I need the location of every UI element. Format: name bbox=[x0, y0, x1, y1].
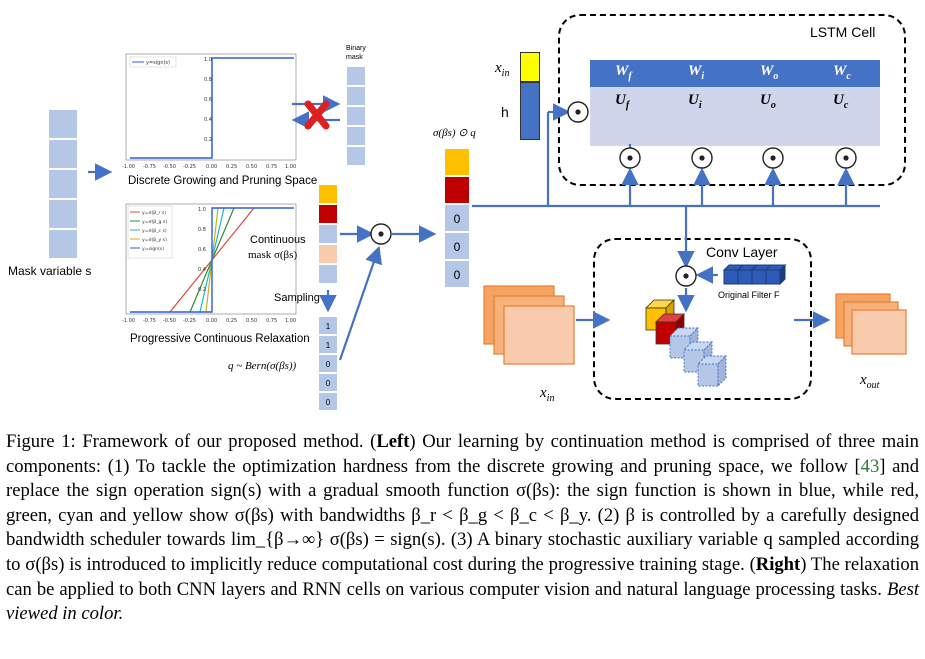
conv-title: Conv Layer bbox=[706, 244, 778, 260]
plot1-ytick: 0.8 bbox=[204, 77, 212, 83]
plot2-ytick: 0.8 bbox=[198, 227, 206, 233]
plot2-ytick: 1.0 bbox=[198, 207, 206, 213]
plot2-xtick: 0.50 bbox=[246, 318, 257, 324]
sign-plot: y=sign(s) 1.0 0.8 0.6 0.4 0.2 -1.00 -0.7… bbox=[122, 53, 297, 170]
sampling-label: Sampling bbox=[274, 292, 320, 304]
discrete-title: Discrete Growing and Pruning Space bbox=[128, 175, 318, 187]
filter-label: Original Filter F bbox=[718, 290, 780, 300]
h-box bbox=[520, 82, 540, 140]
figure-graphics bbox=[88, 95, 907, 388]
plot2-xtick: 1.00 bbox=[285, 318, 296, 324]
plot1-xtick: 0.25 bbox=[226, 164, 237, 170]
plot2-ytick: 0.6 bbox=[198, 247, 206, 253]
plot2-xtick: 0.00 bbox=[206, 318, 217, 324]
plot1-xtick: 0.75 bbox=[266, 164, 277, 170]
plot1-xtick: -0.75 bbox=[143, 164, 156, 170]
x-out-feature-maps bbox=[835, 293, 907, 355]
continuous-mask-label-2: mask σ(βs) bbox=[248, 249, 298, 261]
plot1-xtick: -0.25 bbox=[183, 164, 196, 170]
q-distribution-label: q ~ Bern(σ(βs)) bbox=[228, 360, 297, 372]
plot2-legend: y=sign(s) bbox=[142, 246, 164, 252]
lstm-U-i: Ui bbox=[688, 92, 702, 111]
lstm-U-c: Uc bbox=[833, 92, 849, 111]
q-value: 0 bbox=[318, 354, 338, 373]
plot2-legend: y=σ(β_g s) bbox=[142, 219, 167, 225]
lstm-matrix bbox=[590, 60, 880, 146]
plot1-xtick: 0.50 bbox=[246, 164, 257, 170]
plot2-xtick: -0.25 bbox=[183, 318, 196, 324]
plot1-xtick: -1.00 bbox=[122, 164, 135, 170]
x-in-bottom-label: xin bbox=[540, 385, 555, 404]
masked-value: 0 bbox=[444, 260, 470, 288]
x-in-feature-maps bbox=[483, 285, 575, 365]
lstm-title: LSTM Cell bbox=[810, 24, 876, 40]
progressive-title: Progressive Continuous Relaxation bbox=[130, 333, 310, 345]
plot2-xtick: -1.00 bbox=[122, 318, 135, 324]
plot1-xtick: -0.50 bbox=[163, 164, 176, 170]
figure-caption: Figure 1: Framework of our proposed meth… bbox=[6, 431, 920, 625]
plot2-xtick: 0.25 bbox=[226, 318, 237, 324]
plot1-ytick: 0.6 bbox=[204, 97, 212, 103]
plot1-xtick: 0.00 bbox=[206, 164, 217, 170]
plot1-xtick: 1.00 bbox=[285, 164, 296, 170]
lstm-cell-box bbox=[558, 14, 906, 186]
continuous-mask-label-1: Continuous bbox=[250, 234, 306, 246]
figure: Mask variable s y=sign(s) 1.0 0.8 0.6 0.… bbox=[8, 14, 907, 411]
lstm-W-f: Wf bbox=[615, 63, 632, 82]
q-value: 1 bbox=[318, 316, 338, 335]
plot2-legend: y=σ(β_c s) bbox=[142, 228, 167, 234]
plot1-legend: y=sign(s) bbox=[146, 60, 170, 66]
masked-value: 0 bbox=[444, 204, 470, 232]
lstm-U-o: Uo bbox=[760, 92, 776, 111]
lstm-W-i: Wi bbox=[688, 63, 705, 82]
original-filter-stack bbox=[722, 263, 787, 286]
lstm-W-o: Wo bbox=[760, 63, 779, 82]
h-label: h bbox=[501, 104, 509, 120]
q-value: 0 bbox=[318, 373, 338, 392]
plot2-ytick: 0.2 bbox=[198, 287, 206, 293]
q-value: 1 bbox=[318, 335, 338, 354]
plot1-ytick: 1.0 bbox=[204, 57, 212, 63]
plot2-xtick: -0.50 bbox=[163, 318, 176, 324]
plot1-ytick: 0.2 bbox=[204, 137, 212, 143]
sigma-odot-q-label: σ(βs) ⊙ q bbox=[433, 127, 476, 139]
plot2-legend: y=σ(β_y s) bbox=[142, 237, 167, 243]
masked-value: 0 bbox=[444, 232, 470, 260]
x-out-label: xout bbox=[860, 372, 880, 391]
plot2-legend: y=σ(β_r s) bbox=[142, 210, 166, 216]
binary-mask-label: Binary mask bbox=[346, 45, 366, 61]
conv-kernel-cubes bbox=[645, 299, 728, 388]
q-value: 0 bbox=[318, 392, 338, 411]
x-in-top-box bbox=[520, 52, 540, 82]
x-in-top-label: xin bbox=[495, 60, 510, 79]
plot2-ytick: 0.4 bbox=[198, 267, 206, 273]
sigmoid-plot: y=σ(β_r s) y=σ(β_g s) y=σ(β_c s) y=σ(β_y… bbox=[122, 203, 297, 324]
citation-link[interactable]: 43 bbox=[860, 455, 880, 477]
red-cross-icon bbox=[304, 100, 330, 130]
lstm-W-c: Wc bbox=[833, 63, 851, 82]
plot2-xtick: -0.75 bbox=[143, 318, 156, 324]
lstm-U-f: Uf bbox=[615, 92, 630, 111]
plot2-xtick: 0.75 bbox=[266, 318, 277, 324]
plot1-ytick: 0.4 bbox=[204, 117, 212, 123]
mask-variable-label: Mask variable s bbox=[8, 264, 92, 278]
